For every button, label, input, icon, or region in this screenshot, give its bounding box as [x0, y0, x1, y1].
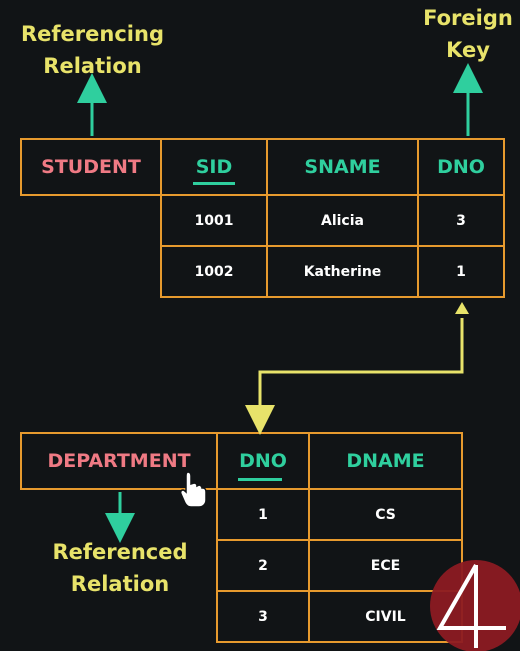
logo-icon: [430, 560, 520, 651]
referencing-relation-label: Referencing Relation: [10, 18, 175, 82]
connector-top-arrowhead-icon: [455, 302, 469, 314]
foreign-key-connector-arrow: [245, 318, 464, 435]
foreign-key-label: Foreign Key: [418, 2, 518, 66]
referenced-relation-label: Referenced Relation: [35, 536, 205, 600]
pointer-hand-icon: [179, 471, 207, 508]
student-row2-dno: 1: [417, 245, 505, 298]
department-dno-primary-key-underline: [238, 478, 282, 481]
foreign-key-label-line1: Foreign: [423, 6, 513, 30]
referenced-relation-label-line2: Relation: [70, 572, 170, 596]
student-sid-primary-key-underline: [193, 182, 235, 185]
referencing-relation-label-line1: Referencing: [21, 22, 164, 46]
referenced-relation-label-line1: Referenced: [52, 540, 188, 564]
foreign-key-label-line2: Key: [446, 38, 490, 62]
